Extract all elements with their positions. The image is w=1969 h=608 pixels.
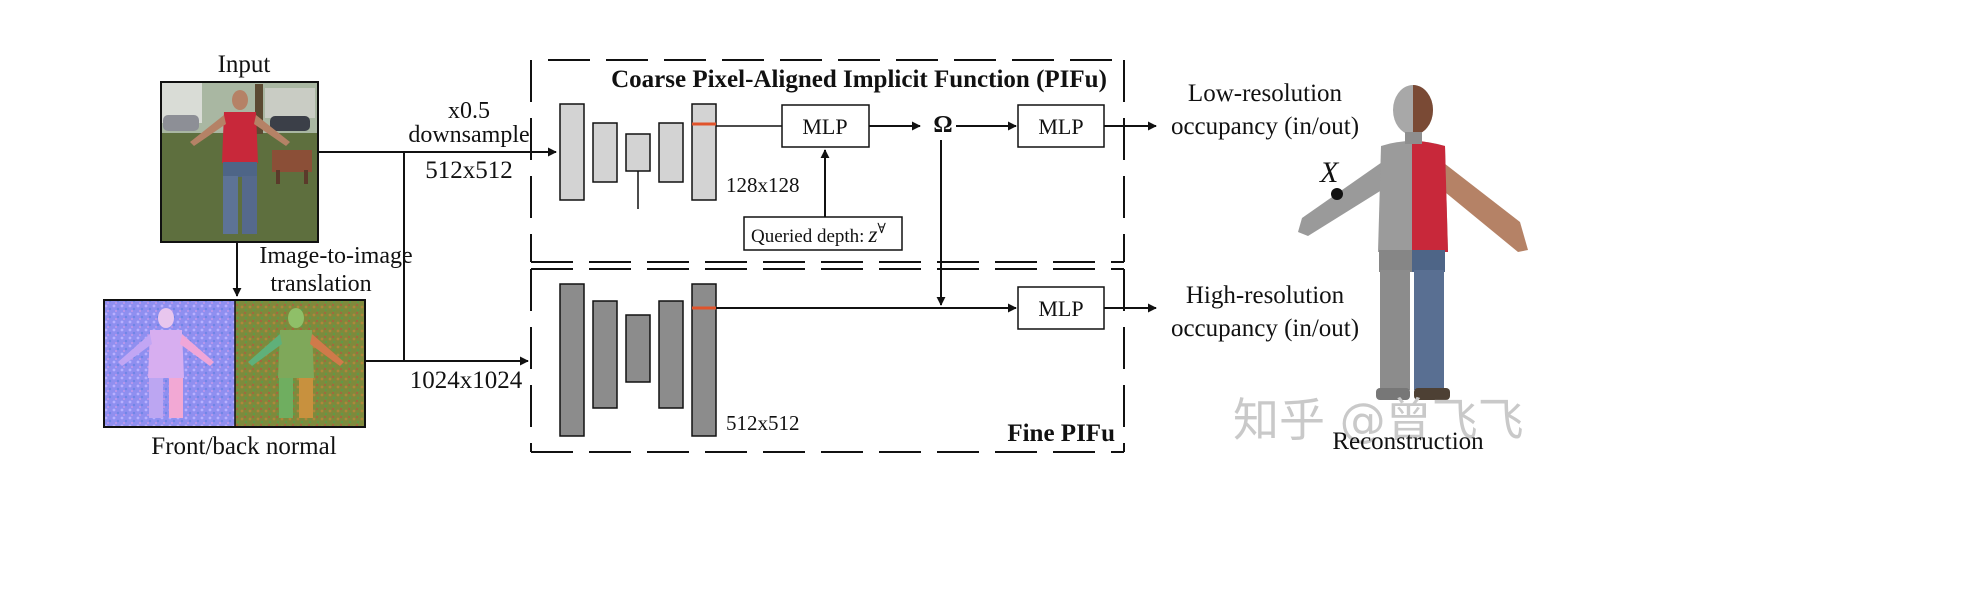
omega-symbol: Ω [933, 112, 952, 138]
high-res-output-line1: High-resolution [1186, 282, 1345, 309]
fine-pifu-box [530, 268, 1125, 453]
coarse-mlp-box [781, 104, 870, 148]
coarse-block-4 [658, 122, 684, 183]
back-normal-map [235, 300, 365, 427]
queried-depth-z: z [867, 222, 877, 247]
coarse-block-2 [592, 122, 618, 183]
fine-pifu-title: Fine PIFu [1007, 420, 1115, 447]
low-res-mlp-box [1017, 104, 1105, 148]
coarse-block-3 [625, 133, 651, 172]
reconstruction-caption: Reconstruction [1332, 428, 1484, 455]
fine-block-2 [592, 300, 618, 409]
img2img-label-line1: Image-to-image [259, 243, 412, 269]
coarse-pifu-box [530, 59, 1125, 263]
high-res-output-line2: occupancy (in/out) [1171, 315, 1359, 342]
coarse-feature-size: 128x128 [726, 173, 800, 197]
coarse-encoder [559, 103, 717, 201]
fine-feature-size: 512x512 [726, 411, 800, 435]
input-photo [160, 81, 319, 243]
queried-depth-text: Queried depth: [751, 226, 864, 247]
x-point-marker [1331, 188, 1343, 200]
fine-block-4 [658, 300, 684, 409]
fine-block-1 [559, 283, 585, 437]
coarse-block-1 [559, 103, 585, 201]
front-normal-map [104, 300, 235, 427]
coarse-resolution-label: 512x512 [425, 157, 513, 184]
fine-block-3 [625, 314, 651, 383]
low-res-output-line2: occupancy (in/out) [1171, 113, 1359, 140]
coarse-block-5 [691, 103, 717, 201]
fine-resolution-label: 1024x1024 [410, 367, 523, 394]
normal-caption: Front/back normal [151, 433, 336, 460]
low-res-output-line1: Low-resolution [1188, 80, 1343, 107]
queried-depth-superscript: ∀ [877, 222, 886, 237]
high-res-mlp-box [1017, 286, 1105, 330]
coarse-pifu-title: Coarse Pixel-Aligned Implicit Function (… [611, 66, 1107, 93]
input-label: Input [218, 51, 271, 78]
reconstruction-figure [1298, 85, 1528, 400]
high-res-mlp-label: MLP [1038, 296, 1083, 321]
queried-depth-box [743, 216, 903, 251]
downsample-label: downsample [408, 122, 529, 148]
downsample-scale-label: x0.5 [448, 98, 490, 124]
img2img-label-line2: translation [270, 271, 371, 297]
x-point-label: X [1319, 156, 1340, 189]
low-res-mlp-label: MLP [1038, 114, 1083, 139]
watermark: 知乎 @曾飞飞 [1233, 393, 1524, 447]
queried-depth-label: Queried depth:z∀ [751, 222, 886, 247]
coarse-mlp-label: MLP [802, 114, 847, 139]
